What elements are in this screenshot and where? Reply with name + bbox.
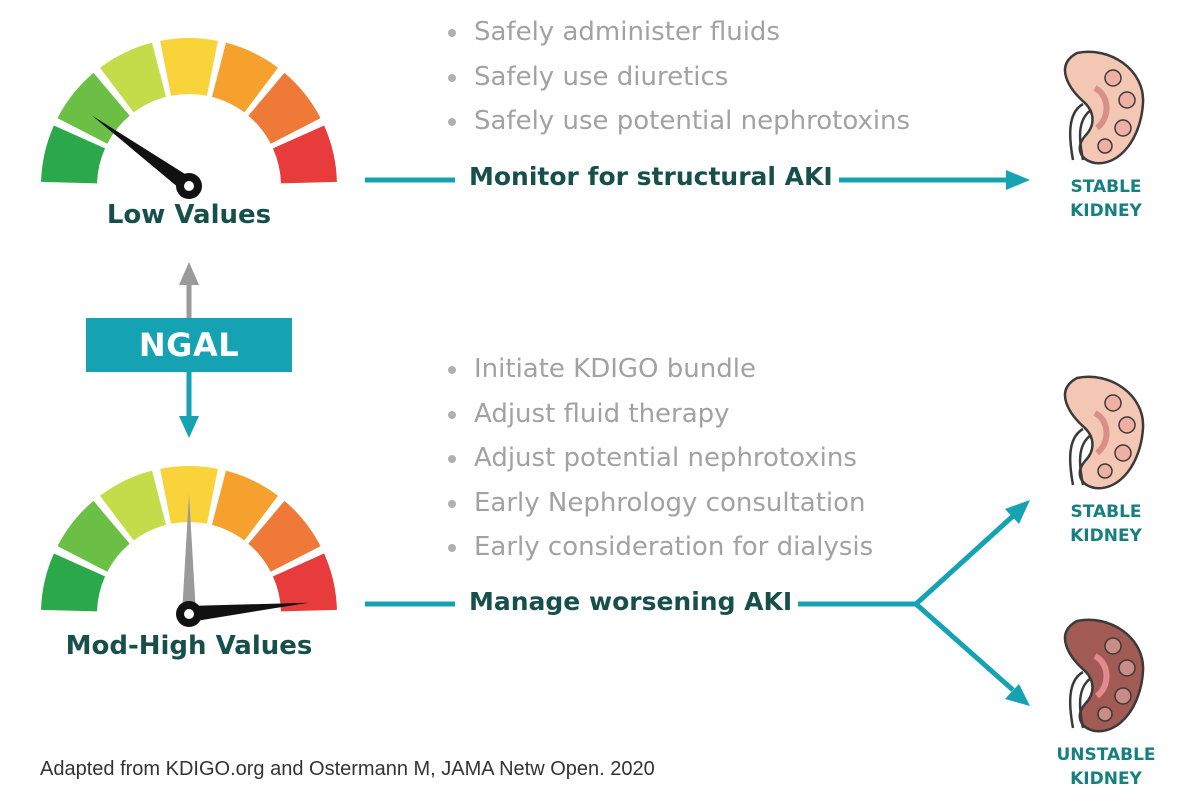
stable-kidney-label-middle: STABLE KIDNEY	[1070, 502, 1142, 546]
list-item: Early Nephrology consultation	[444, 481, 873, 526]
ngal-down-arrow	[179, 372, 199, 438]
list-item: Safely use diuretics	[444, 55, 910, 100]
gauge-needle	[188, 602, 309, 622]
ngal-up-arrow	[179, 262, 199, 318]
low-values-actions: Safely administer fluids Safely use diur…	[444, 10, 910, 144]
gauge-segment	[57, 72, 130, 144]
gauge-segment	[211, 470, 279, 541]
gauge-segment	[272, 553, 337, 612]
gauge-segment	[99, 470, 167, 541]
list-item: Safely use potential nephrotoxins	[444, 99, 910, 144]
gauge-needle	[91, 115, 194, 193]
healthy-kidney-icon	[1063, 375, 1145, 490]
gauge-segment	[160, 37, 218, 96]
gauge-segment	[211, 42, 279, 113]
gauge-low	[41, 37, 337, 199]
gauge-segment	[41, 553, 106, 612]
gauge-mod-high	[41, 465, 337, 627]
monitor-arrow	[365, 170, 1030, 190]
gauge-segment	[41, 125, 106, 184]
list-item: Adjust potential nephrotoxins	[444, 436, 873, 481]
high-values-actions: Initiate KDIGO bundle Adjust fluid thera…	[444, 347, 873, 570]
stable-kidney-label-top: STABLE KIDNEY	[1070, 177, 1142, 221]
low-values-label: Low Values	[106, 200, 272, 230]
gauge-needle	[182, 494, 196, 614]
gauge-hub-center	[184, 181, 194, 191]
gauge-segment	[272, 125, 337, 184]
manage-arrow	[365, 500, 1030, 706]
mod-high-values-label: Mod-High Values	[65, 631, 313, 661]
ngal-box: NGAL	[86, 318, 292, 372]
list-item: Adjust fluid therapy	[444, 392, 873, 437]
unstable-kidney-label: UNSTABLE KIDNEY	[1056, 745, 1156, 789]
citation: Adapted from KDIGO.org and Ostermann M, …	[40, 758, 655, 780]
manage-aki-label: Manage worsening AKI	[463, 587, 799, 616]
gauge-hub-center	[184, 609, 194, 619]
list-item: Safely administer fluids	[444, 10, 910, 55]
list-item: Early consideration for dialysis	[444, 525, 873, 570]
gauge-segment	[248, 500, 321, 572]
gauge-segment	[99, 42, 167, 113]
healthy-kidney-icon	[1063, 50, 1145, 165]
damaged-kidney-icon	[1063, 618, 1145, 733]
monitor-aki-label: Monitor for structural AKI	[463, 162, 839, 191]
gauge-segment	[248, 72, 321, 144]
list-item: Initiate KDIGO bundle	[444, 347, 873, 392]
gauge-segment	[57, 500, 130, 572]
